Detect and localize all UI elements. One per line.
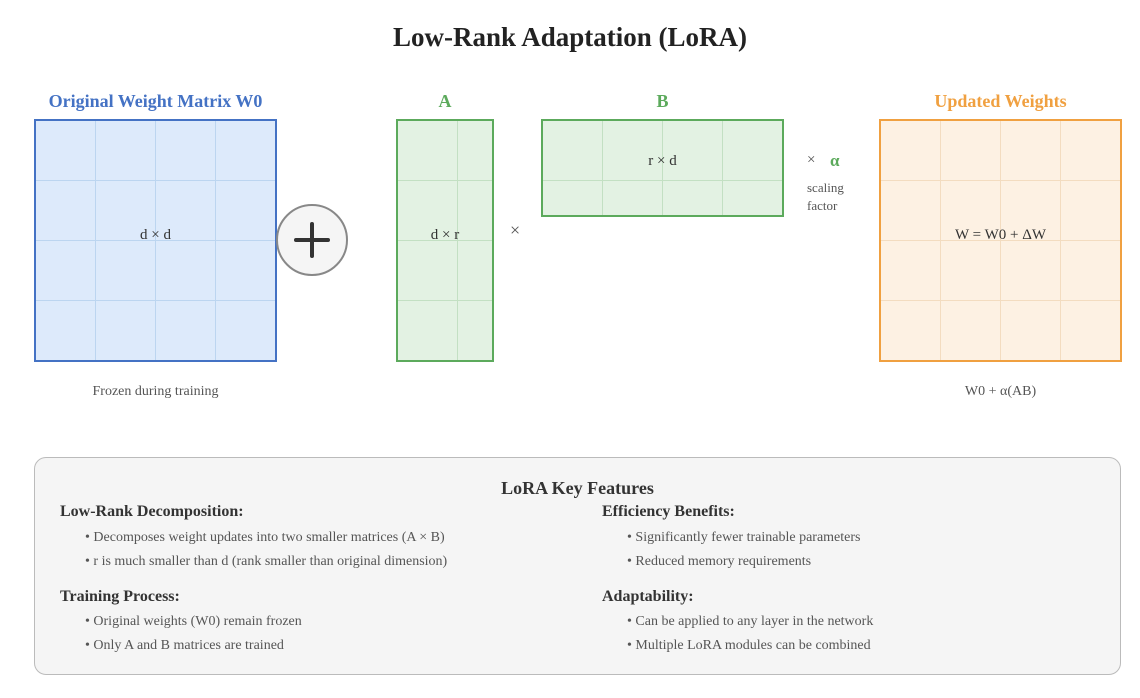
feature-bullet: • r is much smaller than d (rank smaller… (85, 554, 448, 569)
original-matrix-caption: Frozen during training (92, 384, 219, 399)
feature-bullet: • Only A and B matrices are trained (85, 638, 284, 653)
feature-bullet: • Reduced memory requirements (627, 554, 812, 569)
feature-bullet-text: Significantly fewer trainable parameters (635, 530, 861, 545)
scaling-line-1: scaling (807, 180, 844, 195)
feature-bullet-text: Decomposes weight updates into two small… (93, 530, 445, 545)
scaling-line-2: factor (807, 198, 838, 213)
updated-weights-label: Updated Weights (934, 91, 1067, 111)
matrix-b-dim: r × d (648, 153, 677, 169)
feature-bullet: • Multiple LoRA modules can be combined (627, 638, 871, 653)
section-heading-adaptability: Adaptability: (602, 588, 694, 605)
original-weight-matrix (34, 119, 277, 362)
section-heading-efficiency: Efficiency Benefits: (602, 503, 735, 520)
updated-weights-dim: W = W0 + ΔW (955, 227, 1046, 243)
section-heading-decomposition: Low-Rank Decomposition: (60, 503, 244, 520)
updated-weights-matrix (879, 119, 1122, 362)
feature-bullet-text: Only A and B matrices are trained (93, 638, 284, 653)
feature-bullet-text: Reduced memory requirements (635, 554, 812, 569)
multiply-icon: × (510, 220, 521, 240)
matrix-a-label: A (438, 91, 452, 111)
matrix-b-label: B (656, 91, 669, 111)
feature-bullet: • Can be applied to any layer in the net… (627, 614, 874, 629)
matrix-b (541, 119, 784, 217)
page-title: Low-Rank Adaptation (LoRA) (392, 22, 748, 52)
matrix-a-dim: d × r (430, 227, 460, 243)
feature-bullet-text: Can be applied to any layer in the netwo… (635, 614, 874, 629)
updated-weights-caption: W0 + α(AB) (964, 384, 1037, 399)
feature-bullet: • Original weights (W0) remain frozen (85, 614, 302, 629)
scaling-factor-label: scaling factor (807, 179, 844, 215)
scaling-times-icon: × (807, 152, 816, 168)
feature-bullet-text: Multiple LoRA modules can be combined (635, 638, 871, 653)
original-matrix-label: Original Weight Matrix W0 (48, 91, 263, 111)
feature-bullet: • Significantly fewer trainable paramete… (627, 530, 861, 545)
alpha-symbol: α (830, 151, 840, 170)
feature-bullet-text: r is much smaller than d (rank smaller t… (93, 554, 448, 569)
features-title: LoRA Key Features (501, 478, 654, 498)
key-features-panel: LoRA Key Features Low-Rank Decomposition… (34, 457, 1121, 675)
original-matrix-dim: d × d (140, 227, 171, 243)
section-heading-training: Training Process: (60, 588, 180, 605)
plus-icon (276, 204, 348, 276)
matrix-a (396, 119, 494, 362)
feature-bullet-text: Original weights (W0) remain frozen (93, 614, 302, 629)
feature-bullet: • Decomposes weight updates into two sma… (85, 530, 445, 545)
